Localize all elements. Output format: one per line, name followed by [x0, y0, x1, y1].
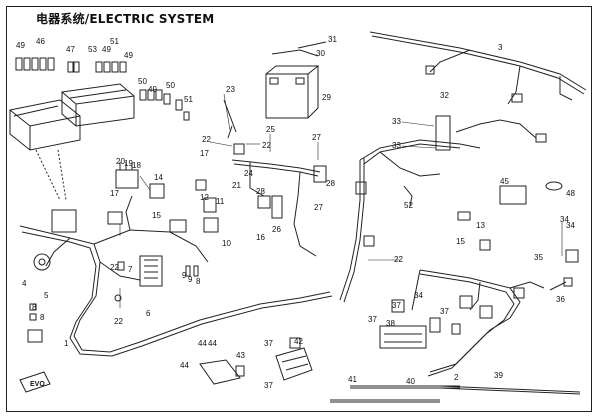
- callout-29: 29: [322, 93, 331, 102]
- callout-37: 37: [264, 381, 273, 390]
- callout-22: 22: [262, 141, 271, 150]
- callout-22: 22: [110, 263, 119, 272]
- callout-27: 27: [314, 203, 323, 212]
- callout-16: 16: [256, 233, 265, 242]
- callout-46: 46: [36, 37, 45, 46]
- callout-42: 42: [294, 337, 303, 346]
- callout-30: 30: [316, 49, 325, 58]
- callout-17: 17: [110, 189, 119, 198]
- callout-4: 4: [22, 279, 27, 288]
- harness-2: [379, 269, 573, 377]
- page-title: 电器系统/ELECTRIC SYSTEM: [36, 12, 215, 26]
- callout-37: 37: [368, 315, 377, 324]
- callout-39: 39: [494, 371, 503, 380]
- leader-lines: [119, 93, 563, 308]
- evo-logo-text: EVO: [30, 381, 45, 388]
- callout-34: 34: [560, 215, 569, 224]
- callout-15: 15: [456, 237, 465, 246]
- callout-25: 25: [266, 125, 275, 134]
- diagram-frame: [6, 6, 592, 412]
- callout-50: 50: [166, 81, 175, 90]
- battery: [265, 41, 327, 119]
- callout-26: 26: [272, 225, 281, 234]
- left-middle-parts: [114, 162, 217, 302]
- callout-48: 48: [566, 189, 575, 198]
- fuse-box-cover: [9, 99, 81, 151]
- leader-cover: [35, 149, 67, 201]
- callout-37: 37: [440, 307, 449, 316]
- callout-31: 31: [328, 35, 337, 44]
- callout-23: 23: [226, 85, 235, 94]
- callout-34: 34: [566, 221, 575, 230]
- callout-2: 2: [454, 373, 459, 382]
- callout-labels: 49 46 47 53 51 49 49 50 49 50 51 31 30 2…: [16, 35, 575, 390]
- callout-8: 8: [32, 303, 37, 312]
- callout-43: 43: [236, 351, 245, 360]
- callout-21: 21: [232, 181, 241, 190]
- callout-49: 49: [102, 45, 111, 54]
- callout-12: 12: [200, 193, 209, 202]
- callout-44: 44: [180, 361, 189, 370]
- fuse-box-base: [61, 83, 135, 127]
- callout-28: 28: [256, 187, 265, 196]
- callout-45: 45: [500, 177, 509, 186]
- callout-37: 37: [264, 339, 273, 348]
- callout-33: 33: [392, 117, 401, 126]
- callout-51: 51: [184, 95, 193, 104]
- callout-53: 53: [88, 45, 97, 54]
- callout-18: 18: [132, 161, 141, 170]
- part-lines: [9, 31, 587, 403]
- callout-41: 41: [348, 375, 357, 384]
- right-upper-parts: [403, 115, 579, 263]
- callout-27: 27: [312, 133, 321, 142]
- callout-5: 5: [44, 291, 49, 300]
- callout-49: 49: [124, 51, 133, 60]
- callout-38: 38: [386, 319, 395, 328]
- callout-49: 49: [148, 85, 157, 94]
- callout-20: 20: [116, 157, 125, 166]
- callout-34: 34: [414, 291, 423, 300]
- callout-3: 3: [498, 43, 503, 52]
- callout-6: 6: [146, 309, 151, 318]
- callout-32: 32: [440, 91, 449, 100]
- harness-center: [223, 99, 481, 303]
- callout-37: 37: [392, 301, 401, 310]
- callout-49: 49: [16, 41, 25, 50]
- callout-17: 17: [200, 149, 209, 158]
- callout-40: 40: [406, 377, 415, 386]
- callout-36: 36: [556, 295, 565, 304]
- callout-28: 28: [326, 179, 335, 188]
- callout-44: 44: [198, 339, 207, 348]
- callout-14: 14: [154, 173, 163, 182]
- bottom-parts: [19, 303, 581, 403]
- callout-22: 22: [394, 255, 403, 264]
- callout-33: 33: [392, 141, 401, 150]
- callout-15: 15: [152, 211, 161, 220]
- callout-8: 8: [196, 277, 201, 286]
- callout-11: 11: [216, 197, 225, 206]
- callout-9: 9: [182, 271, 187, 280]
- callout-1: 1: [64, 339, 69, 348]
- callout-10: 10: [222, 239, 231, 248]
- callout-47: 47: [66, 45, 75, 54]
- callout-9: 9: [188, 275, 193, 284]
- fuse-relay-set: [15, 57, 190, 121]
- callout-7: 7: [128, 265, 133, 274]
- callout-22: 22: [202, 135, 211, 144]
- callout-44: 44: [208, 339, 217, 348]
- callout-8: 8: [40, 313, 45, 322]
- callout-22: 22: [114, 317, 123, 326]
- callout-24: 24: [244, 169, 253, 178]
- callout-51: 51: [110, 37, 119, 46]
- callout-52: 52: [404, 201, 413, 210]
- harness-3: [369, 31, 587, 105]
- callout-13: 13: [476, 221, 485, 230]
- harness-1: [19, 195, 333, 357]
- callout-19: 19: [124, 159, 133, 168]
- callout-50: 50: [138, 77, 147, 86]
- callout-35: 35: [534, 253, 543, 262]
